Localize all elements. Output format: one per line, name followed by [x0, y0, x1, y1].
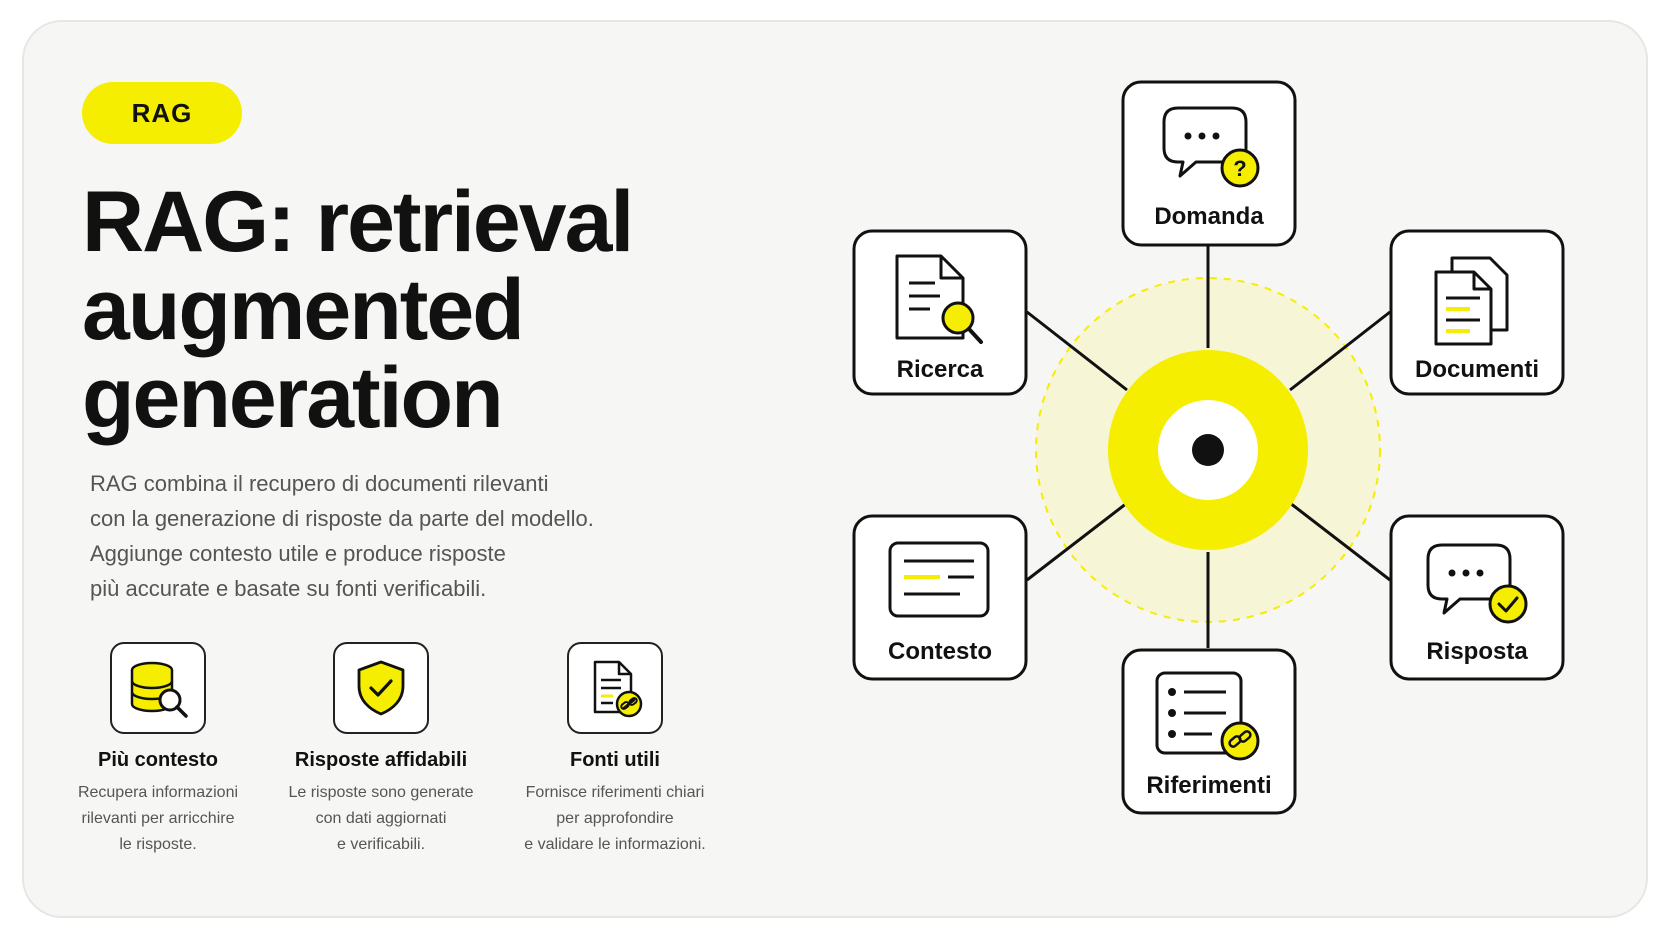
node-label: Ricerca	[897, 356, 984, 383]
feature-line: per approfondire	[556, 810, 674, 827]
feature-title: Fonti utili	[570, 749, 660, 771]
node-documenti: Documenti	[1389, 229, 1565, 396]
documents-stack-icon	[1434, 256, 1509, 346]
feature-description: Fornisce riferimenti chiari per approfon…	[490, 780, 740, 858]
context-panel-icon	[888, 541, 990, 618]
feature-more-context: Più contesto Recupera informazioni rilev…	[33, 642, 283, 858]
feature-line: Recupera informazioni	[77, 784, 239, 801]
reference-list-icon	[1155, 671, 1260, 761]
feature-description: Le risposte sono generate con dati aggio…	[256, 780, 506, 858]
description-line-3: Aggiunge contesto utile e produce rispos…	[90, 541, 506, 566]
svg-text:?: ?	[1233, 156, 1246, 181]
node-contesto: Contesto	[852, 514, 1028, 681]
rag-badge: RAG	[82, 82, 242, 144]
node-label: Riferimenti	[1146, 772, 1271, 799]
node-ricerca: Ricerca	[852, 229, 1028, 396]
connector-documenti	[1289, 310, 1391, 392]
connector-contesto	[1026, 501, 1128, 582]
feature-useful-sources: Fonti utili Fornisce riferimenti chiari …	[490, 642, 740, 858]
feature-description: Recupera informazioni rilevanti per arri…	[33, 780, 283, 858]
feature-title: Più contesto	[97, 749, 218, 771]
node-label: Risposta	[1426, 638, 1528, 665]
title-line-1: RAG: retrieval	[82, 174, 634, 270]
description-line-1: RAG combina il recupero di documenti ril…	[90, 471, 549, 496]
description-line-4: più accurate e basate su fonti verificab…	[90, 576, 487, 601]
feature-line: Fornisce riferimenti chiari	[525, 784, 705, 801]
connector-risposta	[1289, 501, 1391, 582]
feature-line: Le risposte sono generate	[288, 784, 474, 801]
feature-line: le risposte.	[119, 836, 197, 853]
feature-line: con dati aggiornati	[315, 810, 447, 827]
feature-line: rilevanti per arricchire	[81, 810, 235, 827]
chat-question-icon: ?	[1162, 106, 1260, 188]
connectors	[1026, 245, 1391, 648]
description: RAG combina il recupero di documenti ril…	[90, 466, 594, 606]
document-link-icon	[567, 642, 663, 734]
feature-line: e verificabili.	[336, 836, 426, 853]
node-label: Domanda	[1154, 203, 1264, 230]
database-search-icon	[110, 642, 206, 734]
document-search-icon	[895, 254, 983, 344]
node-domanda: ? Domanda	[1121, 80, 1297, 247]
feature-line: e validare le informazioni.	[524, 836, 706, 853]
target-icon	[1108, 350, 1308, 550]
page-title: RAG: retrieval augmented generation	[82, 174, 634, 446]
connector-ricerca	[1026, 310, 1128, 392]
title-line-3: generation	[82, 350, 504, 446]
chat-check-icon	[1426, 543, 1528, 624]
title-line-2: augmented	[82, 262, 525, 358]
feature-title: Risposte affidabili	[294, 749, 468, 771]
description-line-2: con la generazione di risposte da parte …	[90, 506, 594, 531]
slide-card	[22, 20, 1648, 918]
feature-reliable-answers: Risposte affidabili Le risposte sono gen…	[256, 642, 506, 858]
node-riferimenti: Riferimenti	[1121, 648, 1297, 815]
node-label: Documenti	[1415, 356, 1539, 383]
shield-check-icon	[333, 642, 429, 734]
node-label: Contesto	[888, 638, 992, 665]
node-risposta: Risposta	[1389, 514, 1565, 681]
